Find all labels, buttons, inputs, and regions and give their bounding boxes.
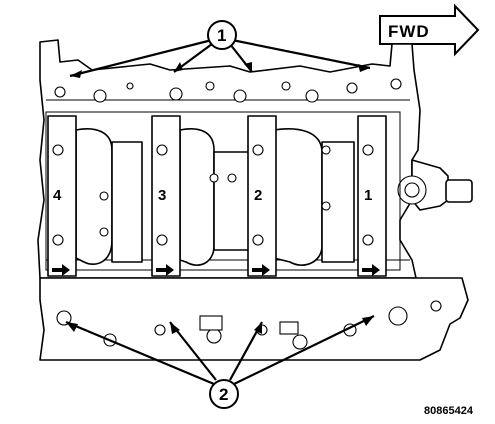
bearing-cap-4: 4 <box>47 115 77 277</box>
fwd-arrow: FWD <box>379 3 480 57</box>
cap-4-label: 4 <box>53 187 62 204</box>
cap-3-label: 3 <box>158 187 166 204</box>
bearing-cap-1: 1 <box>357 115 387 277</box>
cap-1-label: 1 <box>364 187 372 204</box>
callout-2-label: 2 <box>219 385 228 404</box>
callout-1-label: 1 <box>217 26 226 45</box>
callout-2: 2 <box>65 315 375 409</box>
bearing-cap-2: 2 <box>247 115 277 277</box>
callout-1: 1 <box>69 20 371 78</box>
fwd-label: FWD <box>388 22 430 41</box>
figure-id: 80865424 <box>424 405 474 417</box>
bearing-cap-3: 3 <box>151 115 181 277</box>
cap-2-label: 2 <box>254 187 262 204</box>
crankshaft <box>75 128 355 266</box>
